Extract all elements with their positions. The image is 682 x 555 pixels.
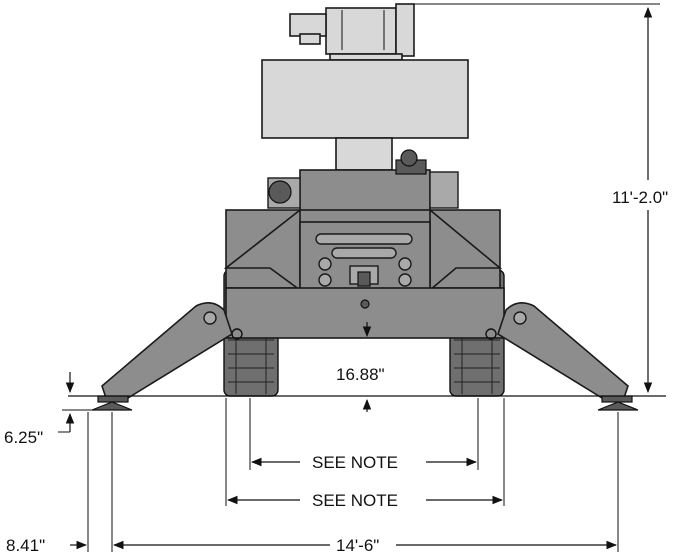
track-width-inner-dimension: SEE NOTE — [250, 453, 478, 472]
outrigger-spread-dimension: 14'-6" — [112, 536, 618, 555]
chassis — [223, 208, 503, 292]
track-width-inner-label: SEE NOTE — [312, 453, 398, 472]
mast-column — [335, 137, 393, 171]
ground-clearance-label: 16.88" — [336, 365, 385, 384]
track-width-outer-label: SEE NOTE — [312, 491, 398, 510]
height-dimension: 11'-2.0" — [414, 3, 668, 397]
track-width-outer-dimension: SEE NOTE — [226, 491, 504, 510]
pad-height-label: 6.25" — [4, 428, 43, 447]
right-outrigger-leg — [497, 302, 639, 411]
pad-offset-label: 8.41" — [6, 536, 45, 555]
left-outrigger-leg — [91, 302, 233, 411]
boom-head — [289, 3, 415, 61]
outrigger-spread-label: 14'-6" — [336, 536, 379, 555]
outrigger-crossbeam — [225, 287, 505, 339]
pad-height-dimension: 6.25" — [4, 372, 92, 447]
pad-offset-dimension: 8.41" — [6, 536, 88, 555]
turret-housing — [261, 59, 469, 139]
ground-clearance-dimension: 16.88" — [336, 322, 385, 412]
height-dimension-label: 11'-2.0" — [612, 188, 668, 207]
upper-deck — [267, 149, 459, 223]
